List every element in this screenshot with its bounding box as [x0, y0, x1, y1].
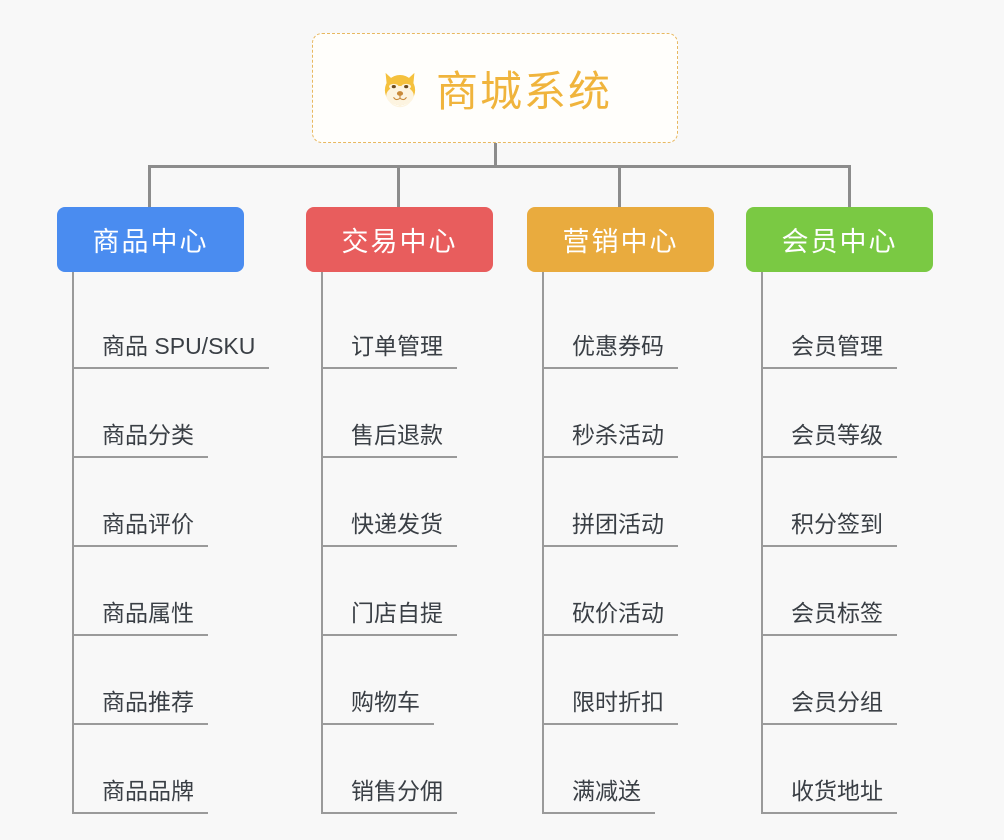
leaf-label: 收货地址 — [761, 772, 897, 814]
leaf-label: 秒杀活动 — [542, 416, 678, 458]
list-item[interactable]: 会员分组 — [746, 636, 933, 725]
branch-column-4: 会员中心 会员管理 会员等级 积分签到 会员标签 会员分组 收货地址 — [746, 207, 933, 814]
horizontal-bus-connector — [148, 165, 851, 168]
branch-drop-connector-1 — [148, 165, 151, 210]
leaf-label: 积分签到 — [761, 505, 897, 547]
leaf-label: 拼团活动 — [542, 505, 678, 547]
dog-face-icon — [378, 66, 422, 110]
list-item[interactable]: 会员管理 — [746, 280, 933, 369]
leaf-label: 商品属性 — [72, 594, 208, 636]
root-node[interactable]: 商城系统 — [312, 33, 678, 143]
branch-header-4[interactable]: 会员中心 — [746, 207, 933, 272]
branch-header-label-2: 交易中心 — [341, 227, 458, 257]
list-item[interactable]: 商品属性 — [57, 547, 244, 636]
leaf-label: 快递发货 — [321, 505, 457, 547]
branch-drop-connector-4 — [848, 165, 851, 210]
list-item[interactable]: 快递发货 — [306, 458, 493, 547]
branch-column-3: 营销中心 优惠券码 秒杀活动 拼团活动 砍价活动 限时折扣 满减送 — [527, 207, 714, 814]
branch-spine-2 — [321, 272, 323, 814]
root-title: 商城系统 — [435, 67, 612, 115]
leaf-label: 会员管理 — [761, 327, 897, 369]
leaf-label: 购物车 — [321, 683, 434, 725]
leaf-label: 订单管理 — [321, 327, 457, 369]
leaf-label: 会员分组 — [761, 683, 897, 725]
branch-header-label-4: 会员中心 — [781, 227, 898, 257]
branch-spine-4 — [761, 272, 763, 814]
leaf-label: 限时折扣 — [542, 683, 678, 725]
list-item[interactable]: 收货地址 — [746, 725, 933, 814]
branch-header-label-3: 营销中心 — [562, 227, 679, 257]
branch-body-1: 商品 SPU/SKU 商品分类 商品评价 商品属性 商品推荐 商品品牌 — [57, 272, 270, 814]
leaf-label: 销售分佣 — [321, 772, 457, 814]
leaf-label: 商品 SPU/SKU — [72, 327, 270, 369]
branch-drop-connector-2 — [397, 165, 400, 210]
leaf-label: 商品品牌 — [72, 772, 208, 814]
list-item[interactable]: 购物车 — [306, 636, 493, 725]
branch-column-2: 交易中心 订单管理 售后退款 快递发货 门店自提 购物车 销售分佣 — [306, 207, 493, 814]
leaf-label: 会员等级 — [761, 416, 897, 458]
branch-body-2: 订单管理 售后退款 快递发货 门店自提 购物车 销售分佣 — [306, 272, 493, 814]
list-item[interactable]: 会员等级 — [746, 369, 933, 458]
list-item[interactable]: 商品 SPU/SKU — [57, 280, 270, 369]
list-item[interactable]: 销售分佣 — [306, 725, 493, 814]
branch-header-1[interactable]: 商品中心 — [57, 207, 244, 272]
branch-spine-1 — [72, 272, 74, 814]
list-item[interactable]: 商品品牌 — [57, 725, 244, 814]
leaf-label: 商品分类 — [72, 416, 208, 458]
list-item[interactable]: 砍价活动 — [527, 547, 714, 636]
leaf-label: 商品推荐 — [72, 683, 208, 725]
list-item[interactable]: 积分签到 — [746, 458, 933, 547]
branch-body-3: 优惠券码 秒杀活动 拼团活动 砍价活动 限时折扣 满减送 — [527, 272, 714, 814]
branch-header-label-1: 商品中心 — [92, 227, 209, 257]
branch-body-4: 会员管理 会员等级 积分签到 会员标签 会员分组 收货地址 — [746, 272, 933, 814]
branch-header-3[interactable]: 营销中心 — [527, 207, 714, 272]
list-item[interactable]: 限时折扣 — [527, 636, 714, 725]
leaf-label: 门店自提 — [321, 594, 457, 636]
leaf-label: 满减送 — [542, 772, 655, 814]
leaf-label: 优惠券码 — [542, 327, 678, 369]
list-item[interactable]: 订单管理 — [306, 280, 493, 369]
root-stem-connector — [494, 143, 497, 168]
list-item[interactable]: 商品分类 — [57, 369, 244, 458]
list-item[interactable]: 商品评价 — [57, 458, 244, 547]
list-item[interactable]: 秒杀活动 — [527, 369, 714, 458]
list-item[interactable]: 优惠券码 — [527, 280, 714, 369]
branch-spine-3 — [542, 272, 544, 814]
branch-column-1: 商品中心 商品 SPU/SKU 商品分类 商品评价 商品属性 商品推荐 商品品牌 — [57, 207, 270, 814]
list-item[interactable]: 满减送 — [527, 725, 714, 814]
list-item[interactable]: 售后退款 — [306, 369, 493, 458]
leaf-label: 会员标签 — [761, 594, 897, 636]
branch-header-2[interactable]: 交易中心 — [306, 207, 493, 272]
list-item[interactable]: 拼团活动 — [527, 458, 714, 547]
leaf-label: 商品评价 — [72, 505, 208, 547]
list-item[interactable]: 门店自提 — [306, 547, 493, 636]
leaf-label: 售后退款 — [321, 416, 457, 458]
list-item[interactable]: 会员标签 — [746, 547, 933, 636]
branch-drop-connector-3 — [618, 165, 621, 210]
list-item[interactable]: 商品推荐 — [57, 636, 244, 725]
leaf-label: 砍价活动 — [542, 594, 678, 636]
